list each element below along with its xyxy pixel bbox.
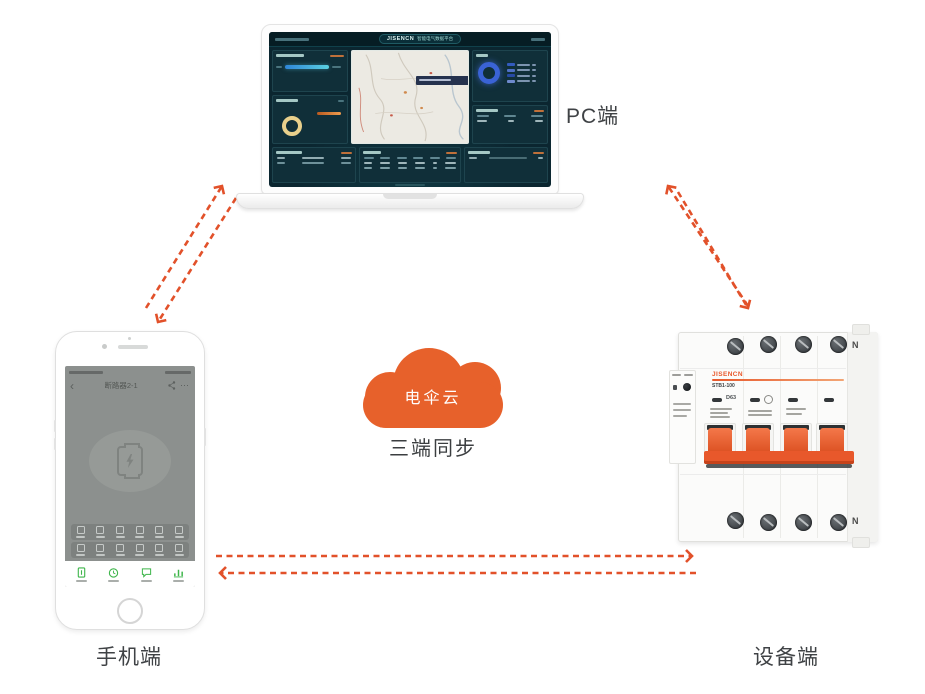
dashboard-footer <box>269 183 551 187</box>
breaker-model: STB1-100 <box>712 383 735 389</box>
phone-volume-down <box>54 438 56 450</box>
phone-screen: ‹ 断路器2-1 ⋯ <box>65 366 195 587</box>
terminal-screw <box>795 336 812 353</box>
toggle-shadow <box>706 464 852 468</box>
function-icon-row-1 <box>71 524 189 540</box>
phone-label: 手机端 <box>96 646 162 669</box>
terminal-screw <box>760 336 777 353</box>
certification-mark <box>764 395 773 404</box>
more-icon: ⋯ <box>180 380 190 390</box>
arrow-device-to-pc <box>665 184 750 307</box>
panel-table-right <box>464 147 548 183</box>
pc-dashboard: JISENCN 智能电气数据平台 <box>269 32 551 187</box>
dashboard-brand: JISENCN <box>386 36 415 42</box>
brand-rule <box>712 379 844 381</box>
tab-stats <box>173 567 185 582</box>
arrow-pc-to-device <box>676 191 752 310</box>
breaker-glyph-icon <box>117 443 143 479</box>
device-illustration-ellipse <box>89 430 171 492</box>
dashboard-platform-title: 智能电气数据平台 <box>417 36 454 41</box>
laptop-base <box>236 193 584 209</box>
app-tab-bar <box>65 561 195 587</box>
terminal-screw <box>727 338 744 355</box>
panel-donut-yellow <box>272 95 348 144</box>
cloud-name: 电伞云 <box>404 390 462 407</box>
laptop-notch <box>383 194 437 199</box>
phone-camera <box>102 344 107 349</box>
mini-slider-orange <box>317 112 341 115</box>
home-button <box>117 598 143 624</box>
smartphone: ‹ 断路器2-1 ⋯ <box>54 331 206 630</box>
function-icon-row-2 <box>71 542 189 558</box>
pole-indicator <box>750 398 760 402</box>
neutral-label-top: N <box>852 340 859 350</box>
app-title: 断路器2-1 <box>104 381 138 390</box>
pole-indicator <box>788 398 798 402</box>
dashboard-bottom-row <box>269 147 551 183</box>
back-icon: ‹ <box>70 378 74 393</box>
terminal-screw <box>830 514 847 531</box>
neutral-label-bottom: N <box>852 516 859 526</box>
phone-power-button <box>204 428 206 446</box>
breaker-side-rail <box>847 332 878 542</box>
cloud-icon: 电伞云 <box>363 348 503 428</box>
terminal-screw <box>727 512 744 529</box>
clock-tab-icon <box>109 567 119 578</box>
dashboard-body <box>269 47 551 147</box>
tab-message <box>140 567 152 582</box>
laptop-screen: JISENCN 智能电气数据平台 <box>261 24 559 195</box>
chat-tab-icon <box>141 567 151 578</box>
panel-power-bar <box>272 50 348 92</box>
donut-chart-yellow <box>282 116 302 136</box>
din-clip-top <box>852 324 870 335</box>
panel-table-left <box>272 147 356 183</box>
arrow-pc-to-phone <box>154 197 238 324</box>
gradient-bar <box>285 65 329 69</box>
map-tooltip <box>415 75 468 85</box>
bar-chart-tab-icon <box>174 569 184 577</box>
phone-volume-up <box>54 420 56 432</box>
dashboard-header: JISENCN 智能电气数据平台 <box>269 32 551 47</box>
terminal-screw <box>795 514 812 531</box>
panel-table-center <box>359 147 461 183</box>
phone-status-bar <box>65 366 195 377</box>
donut-chart-blue <box>478 62 500 84</box>
status-led <box>673 385 677 390</box>
arrow-phone-to-pc <box>144 184 226 309</box>
toggle-link-bar <box>704 451 854 464</box>
panel-donut-blue <box>472 50 548 102</box>
lightning-icon <box>126 454 134 468</box>
donut-legend <box>507 63 536 83</box>
device-label: 设备端 <box>753 646 819 669</box>
panel-alarm-table <box>472 105 548 144</box>
dashboard-logo: JISENCN 智能电气数据平台 <box>378 34 462 44</box>
circuit-breaker: N JISENCN STB1-100 D63 <box>668 322 880 548</box>
breaker-brand: JISENCN <box>712 371 743 378</box>
device-tab-icon <box>77 566 86 578</box>
pc-label: PC端 <box>566 105 620 128</box>
terminal-screw <box>830 336 847 353</box>
din-clip-bottom <box>852 537 870 548</box>
share-icon <box>168 381 176 390</box>
phone-sensor-dot <box>128 337 131 340</box>
pole-indicator <box>824 398 834 402</box>
dashboard-user-placeholder <box>531 37 545 41</box>
map-lines <box>358 52 464 142</box>
terminal-screw <box>760 514 777 531</box>
tab-timer <box>108 567 120 582</box>
pole-indicator <box>712 398 722 402</box>
sync-caption: 三端同步 <box>389 438 477 460</box>
breaker-rating: D63 <box>726 395 737 401</box>
dashboard-datetime-placeholder <box>275 37 309 41</box>
test-button <box>683 383 691 391</box>
app-nav-bar: ‹ 断路器2-1 ⋯ <box>65 377 195 394</box>
china-map <box>351 50 469 144</box>
rcd-module <box>669 370 696 464</box>
phone-speaker <box>118 345 148 349</box>
tab-device <box>75 566 87 582</box>
